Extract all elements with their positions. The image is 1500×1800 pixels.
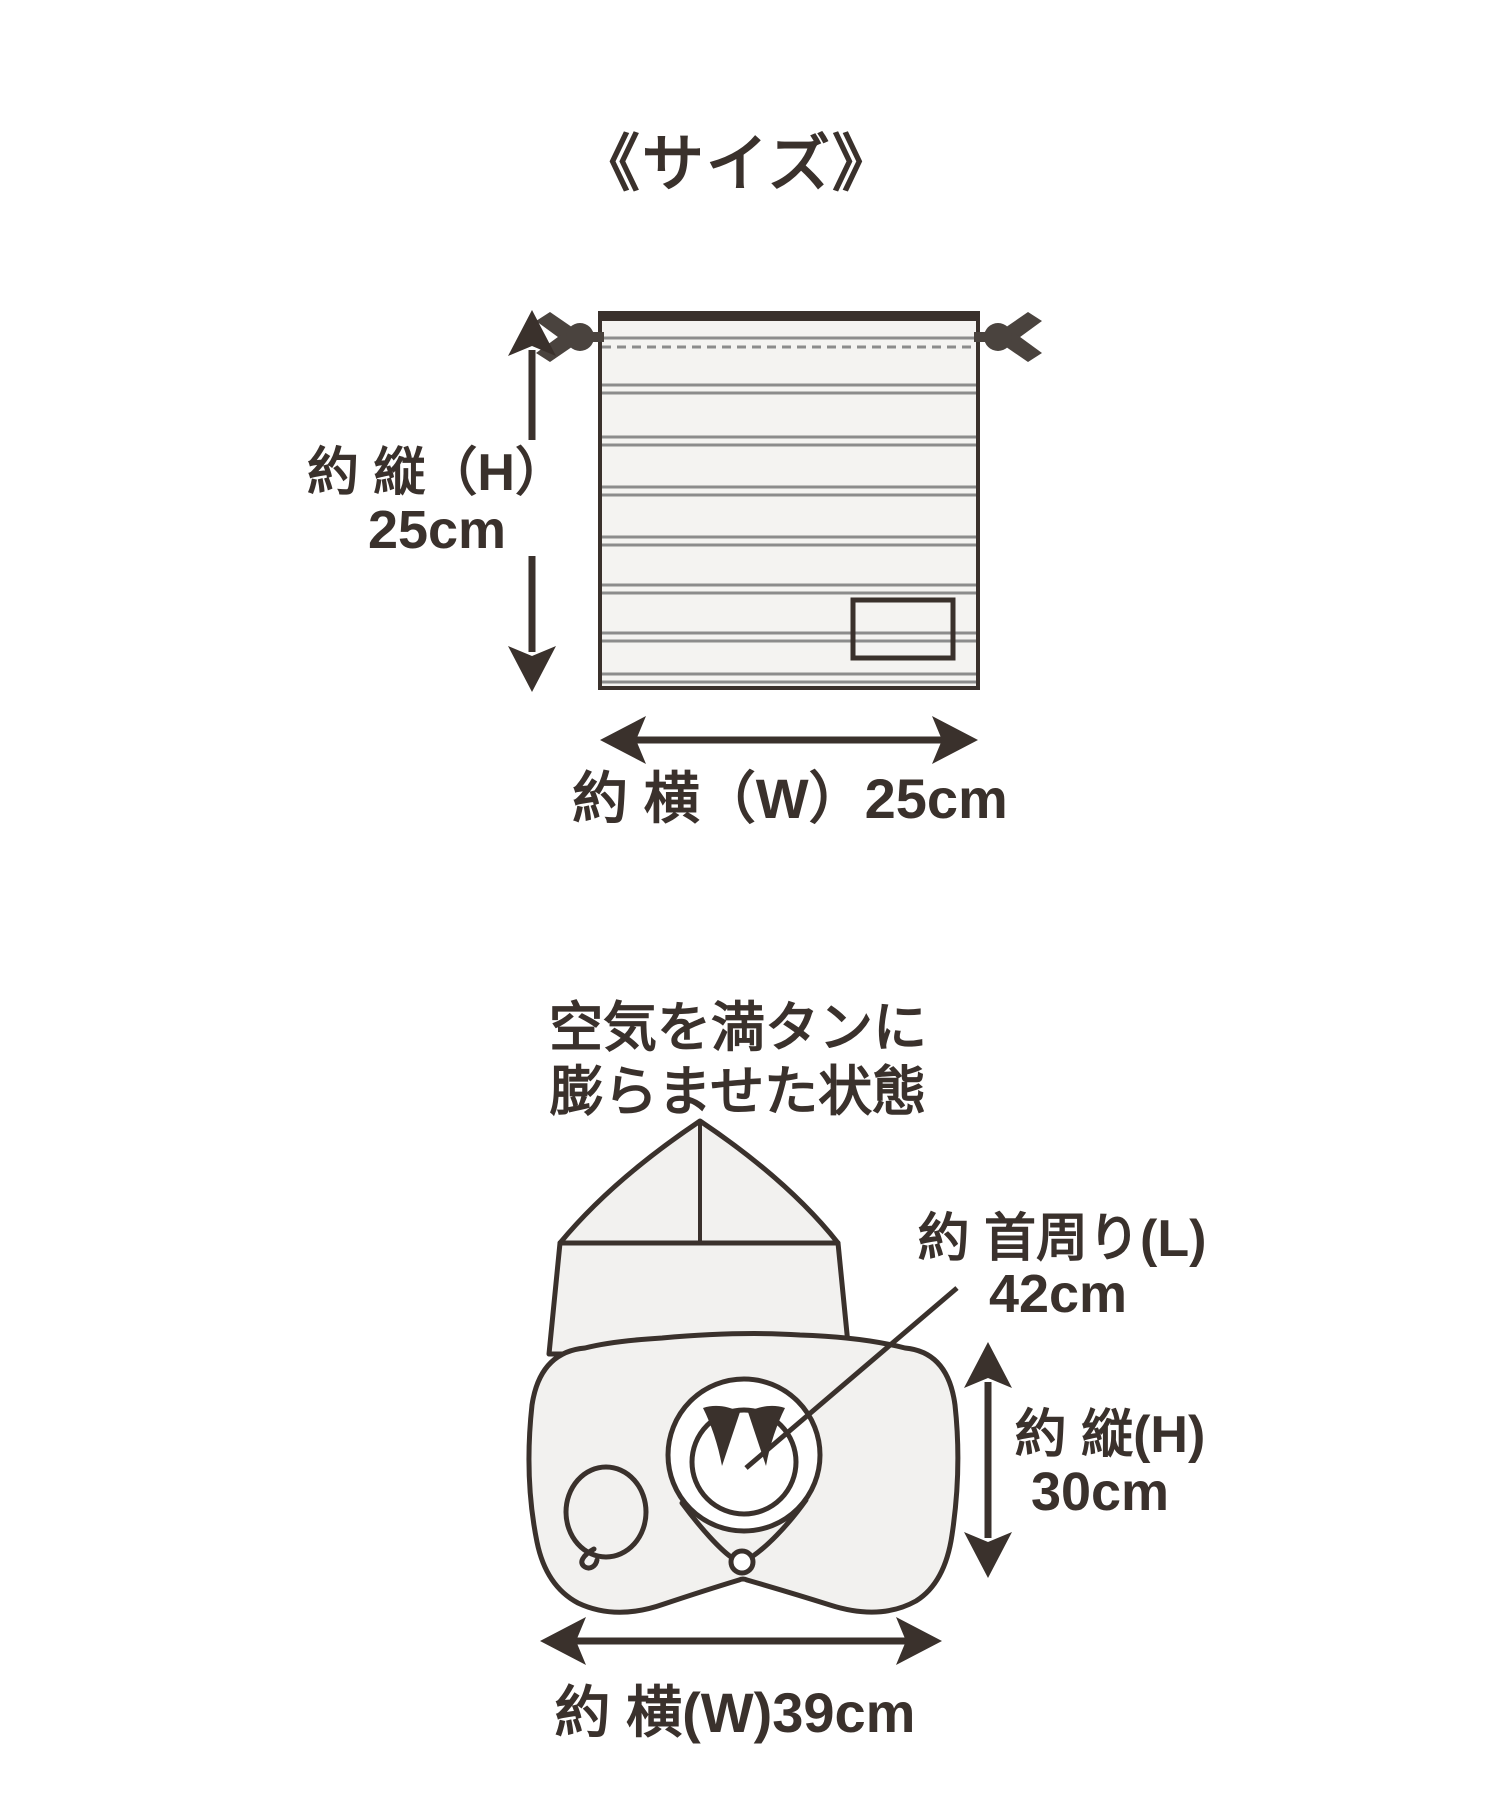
inflated-caption-line1: 空気を満タンに xyxy=(549,998,927,1058)
bag-height-label: 約 縦（H） xyxy=(307,444,567,502)
bag-width-label: 約 横（W）25cm xyxy=(572,767,1008,830)
inflated-caption: 空気を満タンに 膨らませた状態 xyxy=(549,998,927,1122)
bag-height-value: 25cm xyxy=(368,500,506,560)
neck-hole-inner-ring xyxy=(689,1407,799,1517)
pillow-height-dimension: 約 縦(H) 30cm xyxy=(1015,1406,1206,1522)
pillow-diagram: 空気を満タンに 膨らませた状態 xyxy=(526,998,1207,1744)
circumference-arrowhead-right xyxy=(748,1405,785,1466)
bag-height-arrow xyxy=(508,310,556,692)
bag-label-patch xyxy=(850,597,956,661)
snap-area xyxy=(679,1497,809,1576)
neck-leader-line xyxy=(744,1286,959,1470)
neck-value: 42cm xyxy=(989,1264,1127,1324)
valve xyxy=(563,1464,649,1571)
bag-height-dimension: 約 縦（H） 25cm xyxy=(307,444,567,560)
pillow-height-value: 30cm xyxy=(1031,1462,1169,1522)
page-title: 《サイズ》 xyxy=(578,130,896,199)
inflated-caption-line2: 膨らませた状態 xyxy=(550,1062,926,1122)
snap-button xyxy=(728,1548,756,1576)
bag-diagram: 約 縦（H） 25cm 約 横（W）25cm xyxy=(307,310,1042,830)
drawstring-knot-left xyxy=(536,312,604,362)
pillow-width-label: 約 横(W)39cm xyxy=(555,1681,916,1744)
bag-width-arrow xyxy=(600,716,978,764)
circumference-arrowhead-left xyxy=(703,1405,740,1466)
neck-label: 約 首周り(L) xyxy=(918,1210,1207,1268)
pillow-height-label: 約 縦(H) xyxy=(1015,1406,1206,1464)
valve-hook xyxy=(579,1546,600,1571)
hood xyxy=(546,1118,852,1357)
pillow-width-arrow xyxy=(540,1617,942,1665)
pillow-height-arrow xyxy=(964,1342,1012,1578)
drawstring-knot-right xyxy=(974,312,1042,362)
neck-hole xyxy=(665,1376,823,1534)
bag-stripes xyxy=(602,336,976,684)
neck-dimension: 約 首周り(L) 42cm xyxy=(918,1210,1207,1324)
bag-body xyxy=(598,311,980,690)
